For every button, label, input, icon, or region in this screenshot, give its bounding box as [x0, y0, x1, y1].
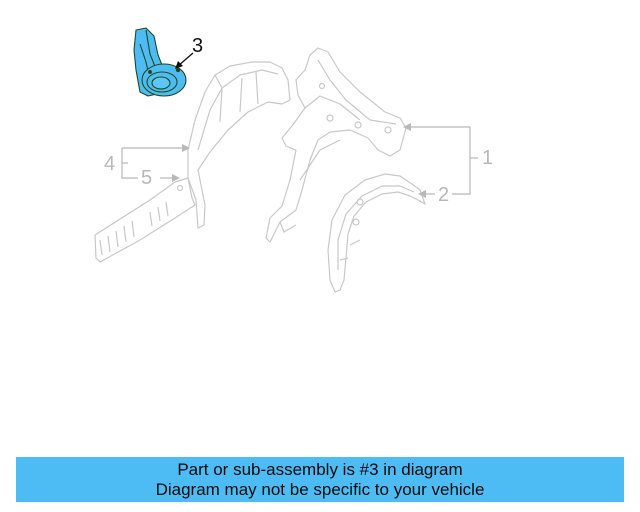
callout-1[interactable]: 1: [482, 147, 494, 169]
banner-line-disclaimer: Diagram may not be specific to your vehi…: [155, 480, 485, 499]
part-2-wheel-liner: [327, 173, 426, 293]
info-banner: Part or sub-assembly is #3 in diagram Di…: [16, 457, 624, 502]
callout-3[interactable]: 3: [192, 35, 204, 57]
callout-5[interactable]: 5: [141, 167, 153, 189]
parts-diagram: 3 1 2 4 5: [94, 27, 494, 293]
banner-line-part-number: Part or sub-assembly is #3 in diagram: [177, 460, 463, 479]
callout-2[interactable]: 2: [438, 184, 450, 206]
callout-4[interactable]: 4: [104, 153, 116, 175]
part-1-quarter-inner: [265, 47, 407, 243]
part-4-wheelhouse-inner: [187, 61, 291, 229]
part-5-rail: [94, 177, 196, 263]
diagram-artwork: [94, 27, 478, 293]
part-3-highlighted: [133, 27, 187, 97]
